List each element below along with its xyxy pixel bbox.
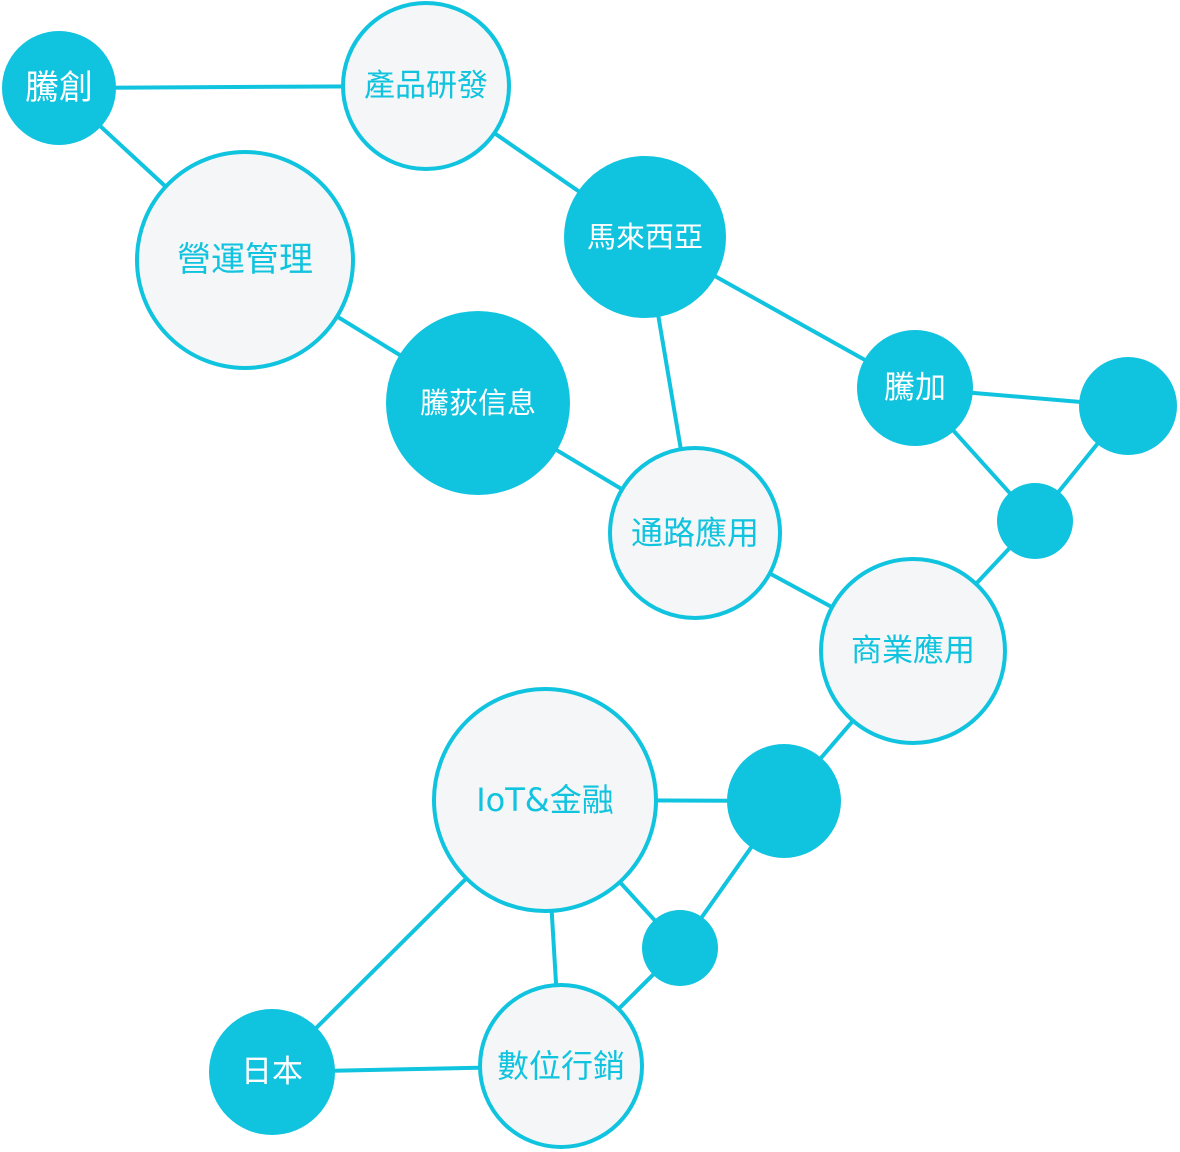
graph-node-node-medium[interactable]	[727, 744, 841, 858]
graph-node-iot-finance[interactable]: IoT&金融	[432, 687, 658, 913]
node-circle-tengjia[interactable]	[857, 330, 973, 446]
node-circle-node-right[interactable]	[1079, 357, 1177, 455]
node-circle-business-apps[interactable]	[819, 557, 1007, 745]
graph-node-tengchuang[interactable]: 騰創	[2, 31, 116, 145]
node-circle-operations[interactable]	[135, 150, 355, 370]
node-circle-product-rd[interactable]	[341, 1, 511, 171]
graph-node-node-right[interactable]	[1079, 357, 1177, 455]
graph-node-node-small-2[interactable]	[642, 910, 718, 986]
node-circle-node-medium[interactable]	[727, 744, 841, 858]
graph-node-malaysia[interactable]: 馬來西亞	[564, 156, 726, 318]
graph-node-tengdi-info[interactable]: 騰荻信息	[386, 311, 570, 495]
node-circle-channel-apps[interactable]	[608, 446, 782, 620]
node-circle-node-small-2[interactable]	[642, 910, 718, 986]
graph-node-channel-apps[interactable]: 通路應用	[608, 446, 782, 620]
node-circle-iot-finance[interactable]	[432, 687, 658, 913]
node-circle-node-small-1[interactable]	[997, 483, 1073, 559]
node-circle-tengchuang[interactable]	[2, 31, 116, 145]
graph-node-japan[interactable]: 日本	[209, 1009, 335, 1135]
graph-node-node-small-1[interactable]	[997, 483, 1073, 559]
graph-node-digital-marketing[interactable]: 數位行銷	[478, 983, 644, 1149]
node-circle-tengdi-info[interactable]	[386, 311, 570, 495]
graph-node-tengjia[interactable]: 騰加	[857, 330, 973, 446]
node-circle-digital-marketing[interactable]	[478, 983, 644, 1149]
graph-node-product-rd[interactable]: 產品研發	[341, 1, 511, 171]
graph-node-business-apps[interactable]: 商業應用	[819, 557, 1007, 745]
graph-node-operations[interactable]: 營運管理	[135, 150, 355, 370]
node-circle-malaysia[interactable]	[564, 156, 726, 318]
node-circle-japan[interactable]	[209, 1009, 335, 1135]
